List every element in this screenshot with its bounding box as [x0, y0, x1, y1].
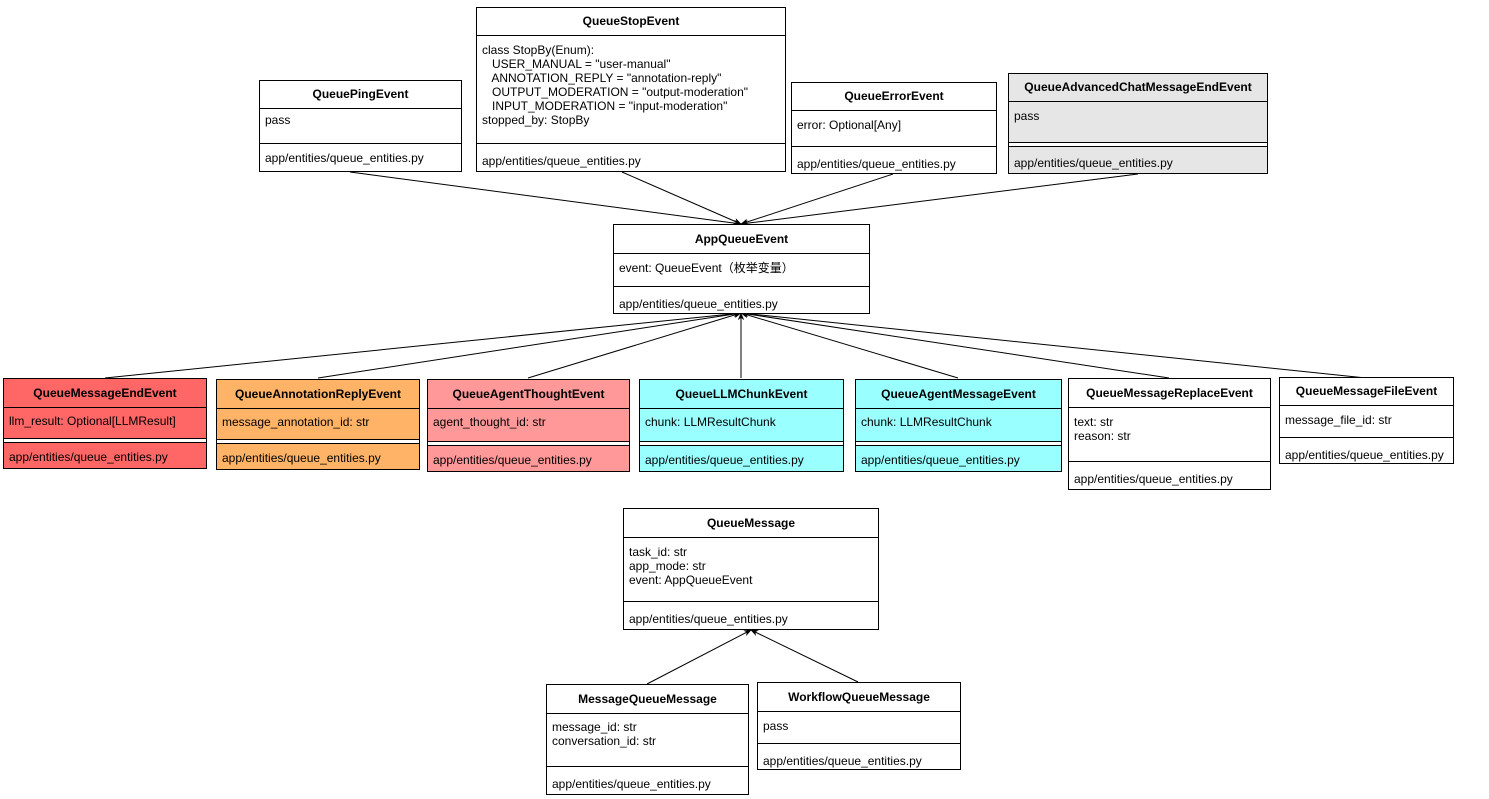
class-attributes: message_annotation_id: str — [222, 415, 370, 429]
class-name: QueuePingEvent — [260, 81, 461, 109]
class-attributes: agent_thought_id: str — [433, 415, 546, 429]
class-name: QueueMessageEndEvent — [4, 379, 206, 408]
edge-msgend-to-appqueueevent — [104, 310, 742, 379]
class-queue-agent-thought-event[interactable]: QueueAgentThoughtEvent agent_thought_id:… — [427, 379, 630, 472]
class-name: QueueAgentMessageEvent — [856, 380, 1061, 409]
class-file-path: app/entities/queue_entities.py — [1074, 472, 1233, 486]
class-divider — [428, 441, 629, 446]
class-queue-llm-chunk-event[interactable]: QueueLLMChunkEvent chunk: LLMResultChunk… — [639, 379, 844, 472]
class-attributes: event: QueueEvent（枚举变量） — [619, 261, 794, 275]
class-name: QueueAdvancedChatMessageEndEvent — [1009, 74, 1267, 102]
edge-stop-to-appqueueevent — [621, 171, 742, 225]
class-file-path: app/entities/queue_entities.py — [619, 297, 778, 311]
class-attributes: task_id: str app_mode: str event: AppQue… — [629, 545, 753, 587]
class-queue-message-replace-event[interactable]: QueueMessageReplaceEvent text: str reaso… — [1068, 378, 1271, 490]
class-queue-error-event[interactable]: QueueErrorEvent error: Optional[Any] app… — [791, 82, 997, 174]
class-name: QueueMessageReplaceEvent — [1069, 379, 1270, 408]
class-divider — [260, 143, 461, 144]
class-file-path: app/entities/queue_entities.py — [222, 451, 381, 465]
class-queue-advanced-chat-message-end-event[interactable]: QueueAdvancedChatMessageEndEvent pass ap… — [1008, 73, 1268, 174]
class-file-path: app/entities/queue_entities.py — [861, 453, 1020, 467]
class-divider — [792, 146, 996, 147]
class-queue-message-end-event[interactable]: QueueMessageEndEvent llm_result: Optiona… — [3, 378, 207, 469]
class-divider — [758, 743, 960, 744]
class-queue-message-file-event[interactable]: QueueMessageFileEvent message_file_id: s… — [1279, 377, 1454, 464]
class-workflow-queue-message[interactable]: WorkflowQueueMessage pass app/entities/q… — [757, 682, 961, 770]
class-file-path: app/entities/queue_entities.py — [763, 754, 922, 768]
class-app-queue-event[interactable]: AppQueueEvent event: QueueEvent（枚举变量） ap… — [613, 224, 870, 314]
class-name: QueueAgentThoughtEvent — [428, 380, 629, 409]
class-divider — [1069, 461, 1270, 462]
edge-advchat-to-appqueueevent — [740, 173, 1139, 227]
class-divider — [614, 286, 869, 287]
class-attributes: message_file_id: str — [1285, 413, 1392, 427]
class-name: AppQueueEvent — [614, 225, 869, 254]
class-file-path: app/entities/queue_entities.py — [482, 154, 641, 168]
class-divider — [856, 441, 1061, 446]
class-attributes: pass — [265, 113, 291, 127]
class-file-path: app/entities/queue_entities.py — [629, 612, 788, 626]
class-divider — [4, 438, 206, 443]
class-divider — [547, 766, 748, 767]
class-attributes: error: Optional[Any] — [797, 118, 902, 132]
class-queue-message[interactable]: QueueMessage task_id: str app_mode: str … — [623, 508, 879, 630]
edge-msgqueue-to-queuemessage — [646, 629, 752, 685]
class-file-path: app/entities/queue_entities.py — [1014, 156, 1173, 170]
class-divider — [217, 439, 419, 444]
edge-thought-to-appqueueevent — [527, 312, 742, 379]
class-name: QueueMessageFileEvent — [1280, 378, 1453, 406]
class-name: WorkflowQueueMessage — [758, 683, 960, 712]
class-divider — [477, 143, 785, 144]
class-name: QueueStopEvent — [477, 8, 785, 36]
class-file-path: app/entities/queue_entities.py — [9, 450, 168, 464]
class-file-path: app/entities/queue_entities.py — [797, 157, 956, 171]
class-divider — [640, 441, 843, 446]
class-attributes: class StopBy(Enum): USER_MANUAL = "user-… — [482, 43, 749, 127]
class-name: QueueLLMChunkEvent — [640, 380, 843, 409]
class-queue-agent-message-event[interactable]: QueueAgentMessageEvent chunk: LLMResultC… — [855, 379, 1062, 472]
edge-file-to-appqueueevent — [740, 310, 1367, 379]
class-name: QueueMessage — [624, 509, 878, 538]
class-divider — [624, 601, 878, 602]
class-message-queue-message[interactable]: MessageQueueMessage message_id: str conv… — [546, 684, 749, 795]
class-attributes: chunk: LLMResultChunk — [861, 415, 992, 429]
class-name: QueueErrorEvent — [792, 83, 996, 111]
class-divider — [1009, 142, 1267, 147]
class-file-path: app/entities/queue_entities.py — [1285, 448, 1444, 462]
class-file-path: app/entities/queue_entities.py — [265, 151, 424, 165]
class-attributes: pass — [763, 719, 789, 733]
class-attributes: pass — [1014, 109, 1040, 123]
edge-annot-to-appqueueevent — [317, 310, 742, 379]
edge-agentmsg-to-appqueueevent — [740, 312, 959, 379]
class-attributes: text: str reason: str — [1074, 415, 1131, 443]
class-name: MessageQueueMessage — [547, 685, 748, 714]
class-file-path: app/entities/queue_entities.py — [433, 453, 592, 467]
edge-workflow-to-queuemessage — [750, 629, 859, 683]
class-queue-stop-event[interactable]: QueueStopEvent class StopBy(Enum): USER_… — [476, 7, 786, 172]
edge-replace-to-appqueueevent — [740, 310, 1170, 379]
class-attributes: message_id: str conversation_id: str — [552, 720, 657, 748]
class-file-path: app/entities/queue_entities.py — [645, 453, 804, 467]
edge-ping-to-appqueueevent — [349, 171, 742, 227]
class-file-path: app/entities/queue_entities.py — [552, 777, 711, 791]
edge-error-to-appqueueevent — [740, 173, 894, 225]
class-divider — [1280, 437, 1453, 438]
class-attributes: chunk: LLMResultChunk — [645, 415, 776, 429]
class-queue-ping-event[interactable]: QueuePingEvent pass app/entities/queue_e… — [259, 80, 462, 172]
class-attributes: llm_result: Optional[LLMResult] — [9, 414, 176, 428]
class-name: QueueAnnotationReplyEvent — [217, 380, 419, 409]
class-queue-annotation-reply-event[interactable]: QueueAnnotationReplyEvent message_annota… — [216, 379, 420, 470]
